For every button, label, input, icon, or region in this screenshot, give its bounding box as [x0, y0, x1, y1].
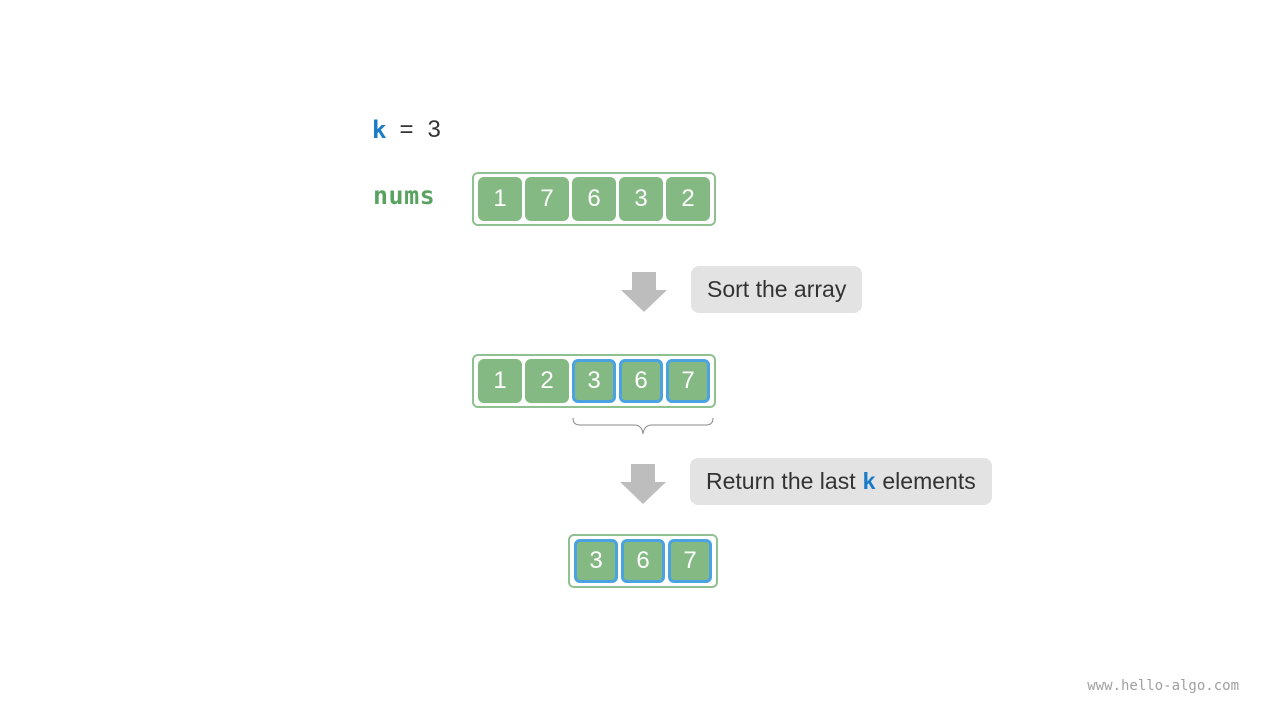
array-cell: 6	[619, 359, 663, 403]
k-parameter: k = 3	[372, 114, 441, 146]
input-array: 1 7 6 3 2	[472, 172, 716, 226]
step-caption-sort: Sort the array	[691, 266, 863, 313]
caption-text: elements	[882, 468, 976, 494]
array-cell: 2	[525, 359, 569, 403]
array-cell: 6	[572, 177, 616, 221]
array-cell: 7	[666, 359, 710, 403]
array-cell: 7	[668, 539, 712, 583]
array-cell: 3	[619, 177, 663, 221]
caption-text: Return the last	[706, 468, 856, 494]
array-cell: 7	[525, 177, 569, 221]
array-cell: 6	[621, 539, 665, 583]
array-cell: 3	[574, 539, 618, 583]
nums-label: nums	[373, 181, 436, 210]
array-cell: 1	[478, 359, 522, 403]
array-cell: 2	[666, 177, 710, 221]
down-arrow-icon	[620, 464, 666, 504]
brace-bracket	[572, 417, 714, 435]
caption-k-variable: k	[862, 468, 876, 494]
result-array: 3 6 7	[568, 534, 718, 588]
sorted-array: 1 2 3 6 7	[472, 354, 716, 408]
step-caption-return: Return the last k elements	[690, 458, 992, 505]
array-cell: 3	[572, 359, 616, 403]
k-equals-sign: =	[399, 116, 414, 143]
watermark: www.hello-algo.com	[1087, 678, 1239, 694]
k-variable: k	[372, 116, 387, 144]
down-arrow-icon	[621, 272, 667, 312]
k-value: 3	[427, 116, 441, 143]
caption-text: Sort the array	[707, 276, 847, 302]
array-cell: 1	[478, 177, 522, 221]
